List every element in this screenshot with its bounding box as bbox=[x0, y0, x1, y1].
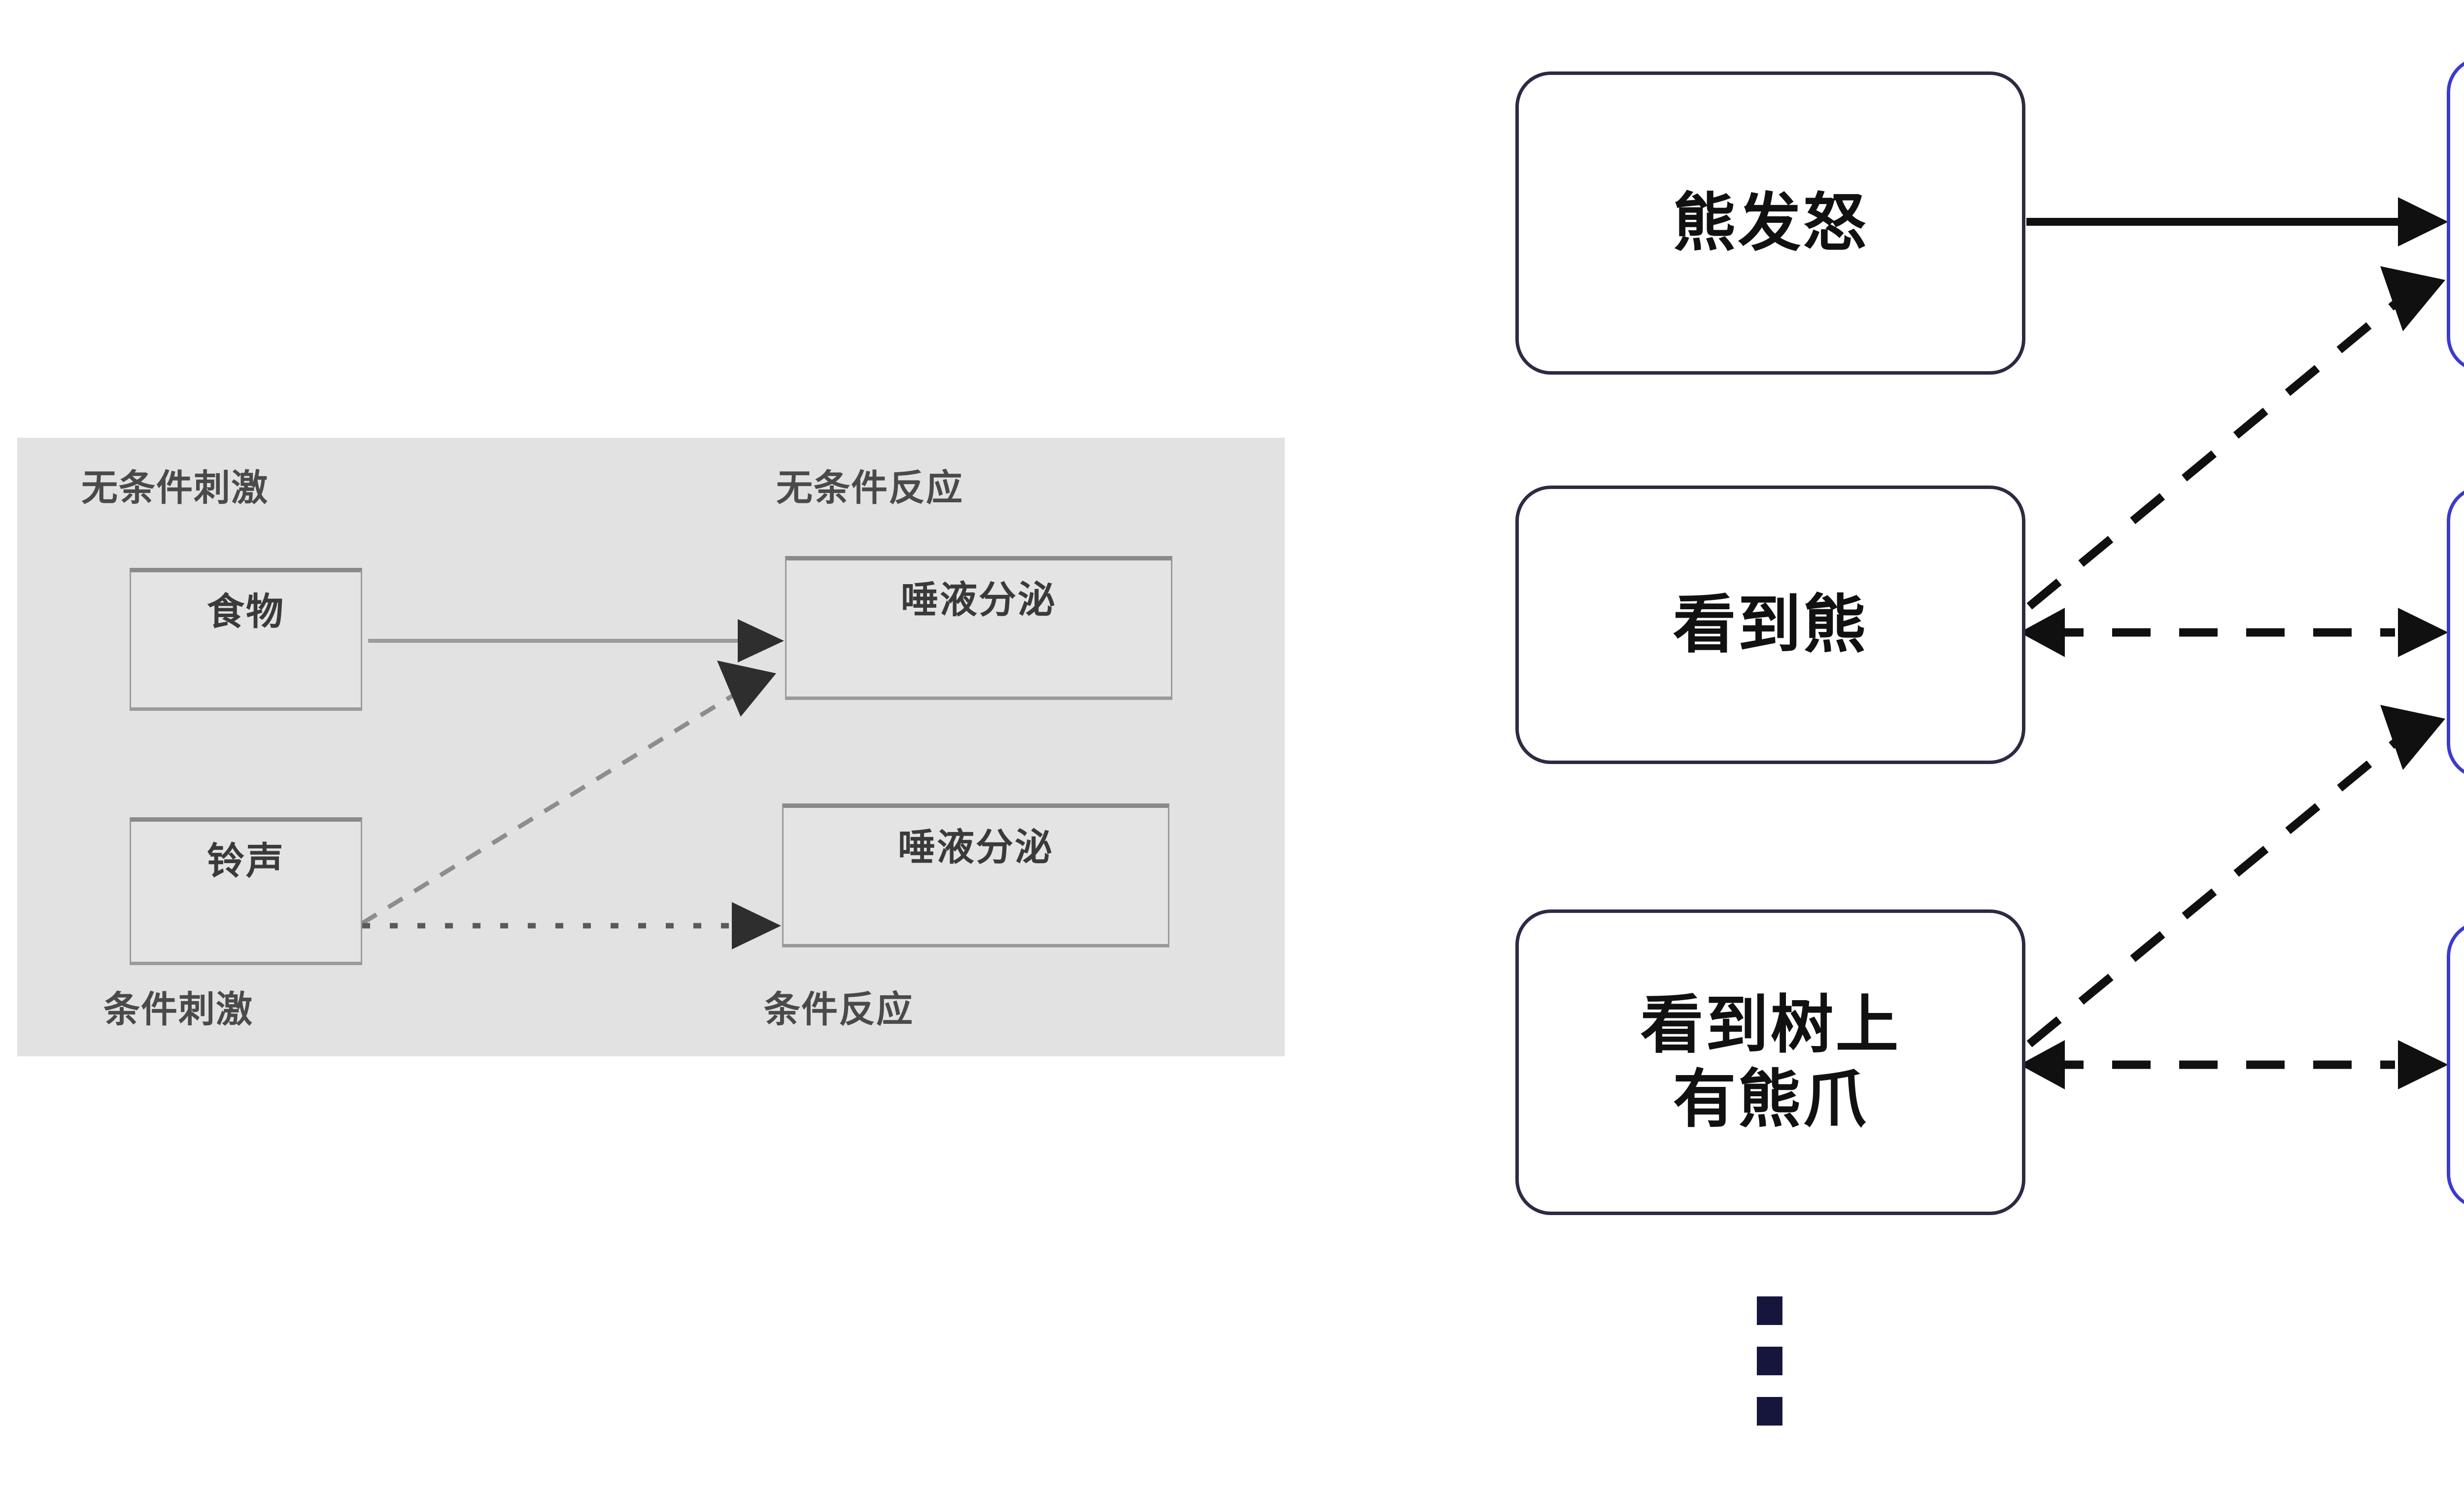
ellipsis-dot bbox=[1757, 1347, 1782, 1375]
arrow-food-to-salivation bbox=[368, 619, 784, 662]
classical-conditioning-panel: 无条件刺激 无条件反应 条件刺激 条件反应 食物 铃声 唾液分泌 唾液分泌 bbox=[17, 438, 1285, 1056]
rl-box-bear-angry: 熊发怒 bbox=[1515, 71, 2025, 375]
caption-unconditioned-response: 无条件反应 bbox=[776, 467, 963, 509]
rl-box-reward: 奖励 bbox=[2447, 57, 2464, 372]
cc-box-food: 食物 bbox=[130, 568, 362, 711]
caption-conditioned-stimulus: 条件刺激 bbox=[103, 988, 253, 1031]
edge-claw-to-value-state bbox=[2019, 1040, 2448, 1089]
edge-anger-to-reward bbox=[2026, 197, 2448, 246]
rl-box-see-bear: 看到熊 bbox=[1515, 486, 2025, 764]
rl-box-see-claw-label: 看到树上 有熊爪 bbox=[1640, 988, 1901, 1136]
ellipsis-dot bbox=[1757, 1397, 1782, 1426]
caption-unconditioned-stimulus: 无条件刺激 bbox=[81, 467, 269, 509]
cc-box-salivation-bottom: 唾液分泌 bbox=[782, 803, 1169, 947]
rl-box-see-claw-on-tree: 看到树上 有熊爪 bbox=[1515, 909, 2025, 1215]
rl-box-value-state: V(s) bbox=[2447, 921, 2464, 1209]
caption-conditioned-response: 条件反应 bbox=[764, 988, 914, 1031]
cc-box-bell: 铃声 bbox=[130, 817, 362, 965]
edge-claw-to-value-next-state bbox=[2026, 705, 2445, 1047]
classical-conditioning-arrows bbox=[361, 619, 784, 949]
ellipsis-dot bbox=[1757, 1296, 1782, 1325]
left-column-ellipsis bbox=[1757, 1296, 1782, 1426]
cc-box-salivation-top: 唾液分泌 bbox=[785, 556, 1172, 700]
edge-see-bear-to-reward bbox=[2026, 266, 2445, 610]
arrow-bell-to-salivation-bottom bbox=[362, 902, 781, 949]
arrow-bell-to-salivation-top bbox=[361, 661, 776, 925]
rl-box-value-next-state: V(s′) bbox=[2447, 486, 2464, 779]
edge-see-bear-to-value-next-state bbox=[2019, 608, 2448, 657]
